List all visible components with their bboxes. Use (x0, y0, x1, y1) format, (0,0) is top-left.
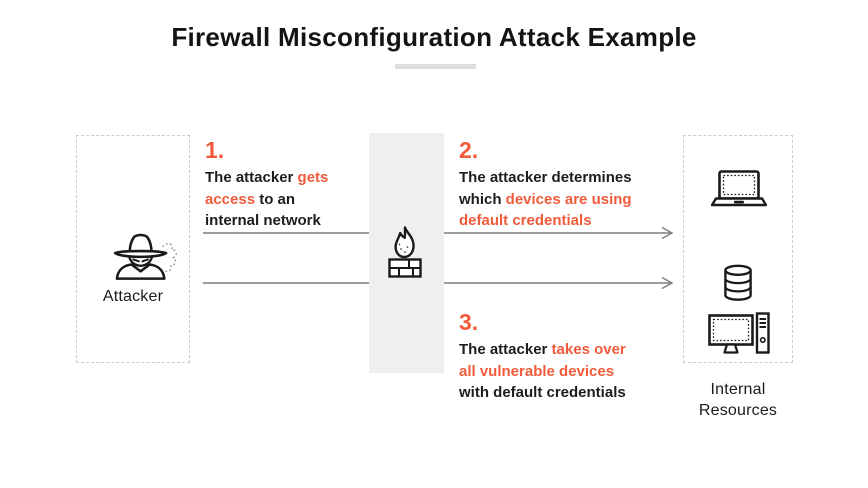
text-segment: internal network (205, 212, 321, 229)
database-icon (724, 264, 752, 301)
text-segment: with default credentials (459, 384, 626, 401)
step-3: 3. The attacker takes over all vulnerabl… (459, 310, 626, 404)
step-text-line: with default credentials (459, 382, 626, 404)
step-1-text: The attacker gets access to an internal … (205, 167, 328, 232)
spy-shadow-outline (162, 243, 177, 273)
internal-resources-label-line2: Resources (698, 402, 778, 419)
internal-resources-label: Internal Resources (666, 379, 810, 421)
text-segment-accent: access (205, 190, 256, 208)
page-title: Firewall Misconfiguration Attack Example (171, 22, 697, 52)
spy-icon (113, 233, 177, 280)
text-segment-accent: all vulnerable devices (459, 362, 615, 380)
text-segment-accent: devices are using (505, 190, 632, 208)
step-1: 1. The attacker gets access to an intern… (205, 138, 328, 232)
text-segment: The attacker (205, 169, 298, 186)
step-text-line: internal network (205, 210, 328, 232)
text-segment: The attacker determines (459, 169, 632, 186)
text-segment-accent: gets (297, 169, 329, 186)
title-underline (395, 64, 476, 69)
step-2-number: 2. (459, 137, 479, 163)
text-segment-accent: takes over (551, 341, 626, 358)
text-segment: which (459, 190, 506, 208)
text-segment-accent: default credentials (459, 212, 592, 229)
step-1-number: 1. (205, 137, 225, 163)
step-text-line: which devices are using (459, 189, 632, 211)
step-3-text: The attacker takes over all vulnerable d… (459, 339, 626, 404)
attacker-label: Attacker (102, 288, 164, 305)
step-3-number: 3. (459, 309, 479, 335)
step-text-line: access to an (205, 189, 328, 211)
internal-resources-label-line1: Internal (710, 381, 766, 398)
laptop-icon (711, 170, 767, 207)
step-text-line: The attacker takes over (459, 339, 626, 361)
step-text-line: default credentials (459, 210, 632, 232)
desktop-computer-icon (708, 312, 770, 354)
step-text-line: The attacker gets (205, 167, 328, 189)
text-segment: to an (255, 190, 296, 208)
text-segment: The attacker (459, 341, 552, 358)
firewall-icon (388, 226, 422, 278)
step-2: 2. The attacker determines which devices… (459, 138, 632, 232)
step-text-line: The attacker determines (459, 167, 632, 189)
step-2-text: The attacker determines which devices ar… (459, 167, 632, 232)
step-text-line: all vulnerable devices (459, 361, 626, 383)
